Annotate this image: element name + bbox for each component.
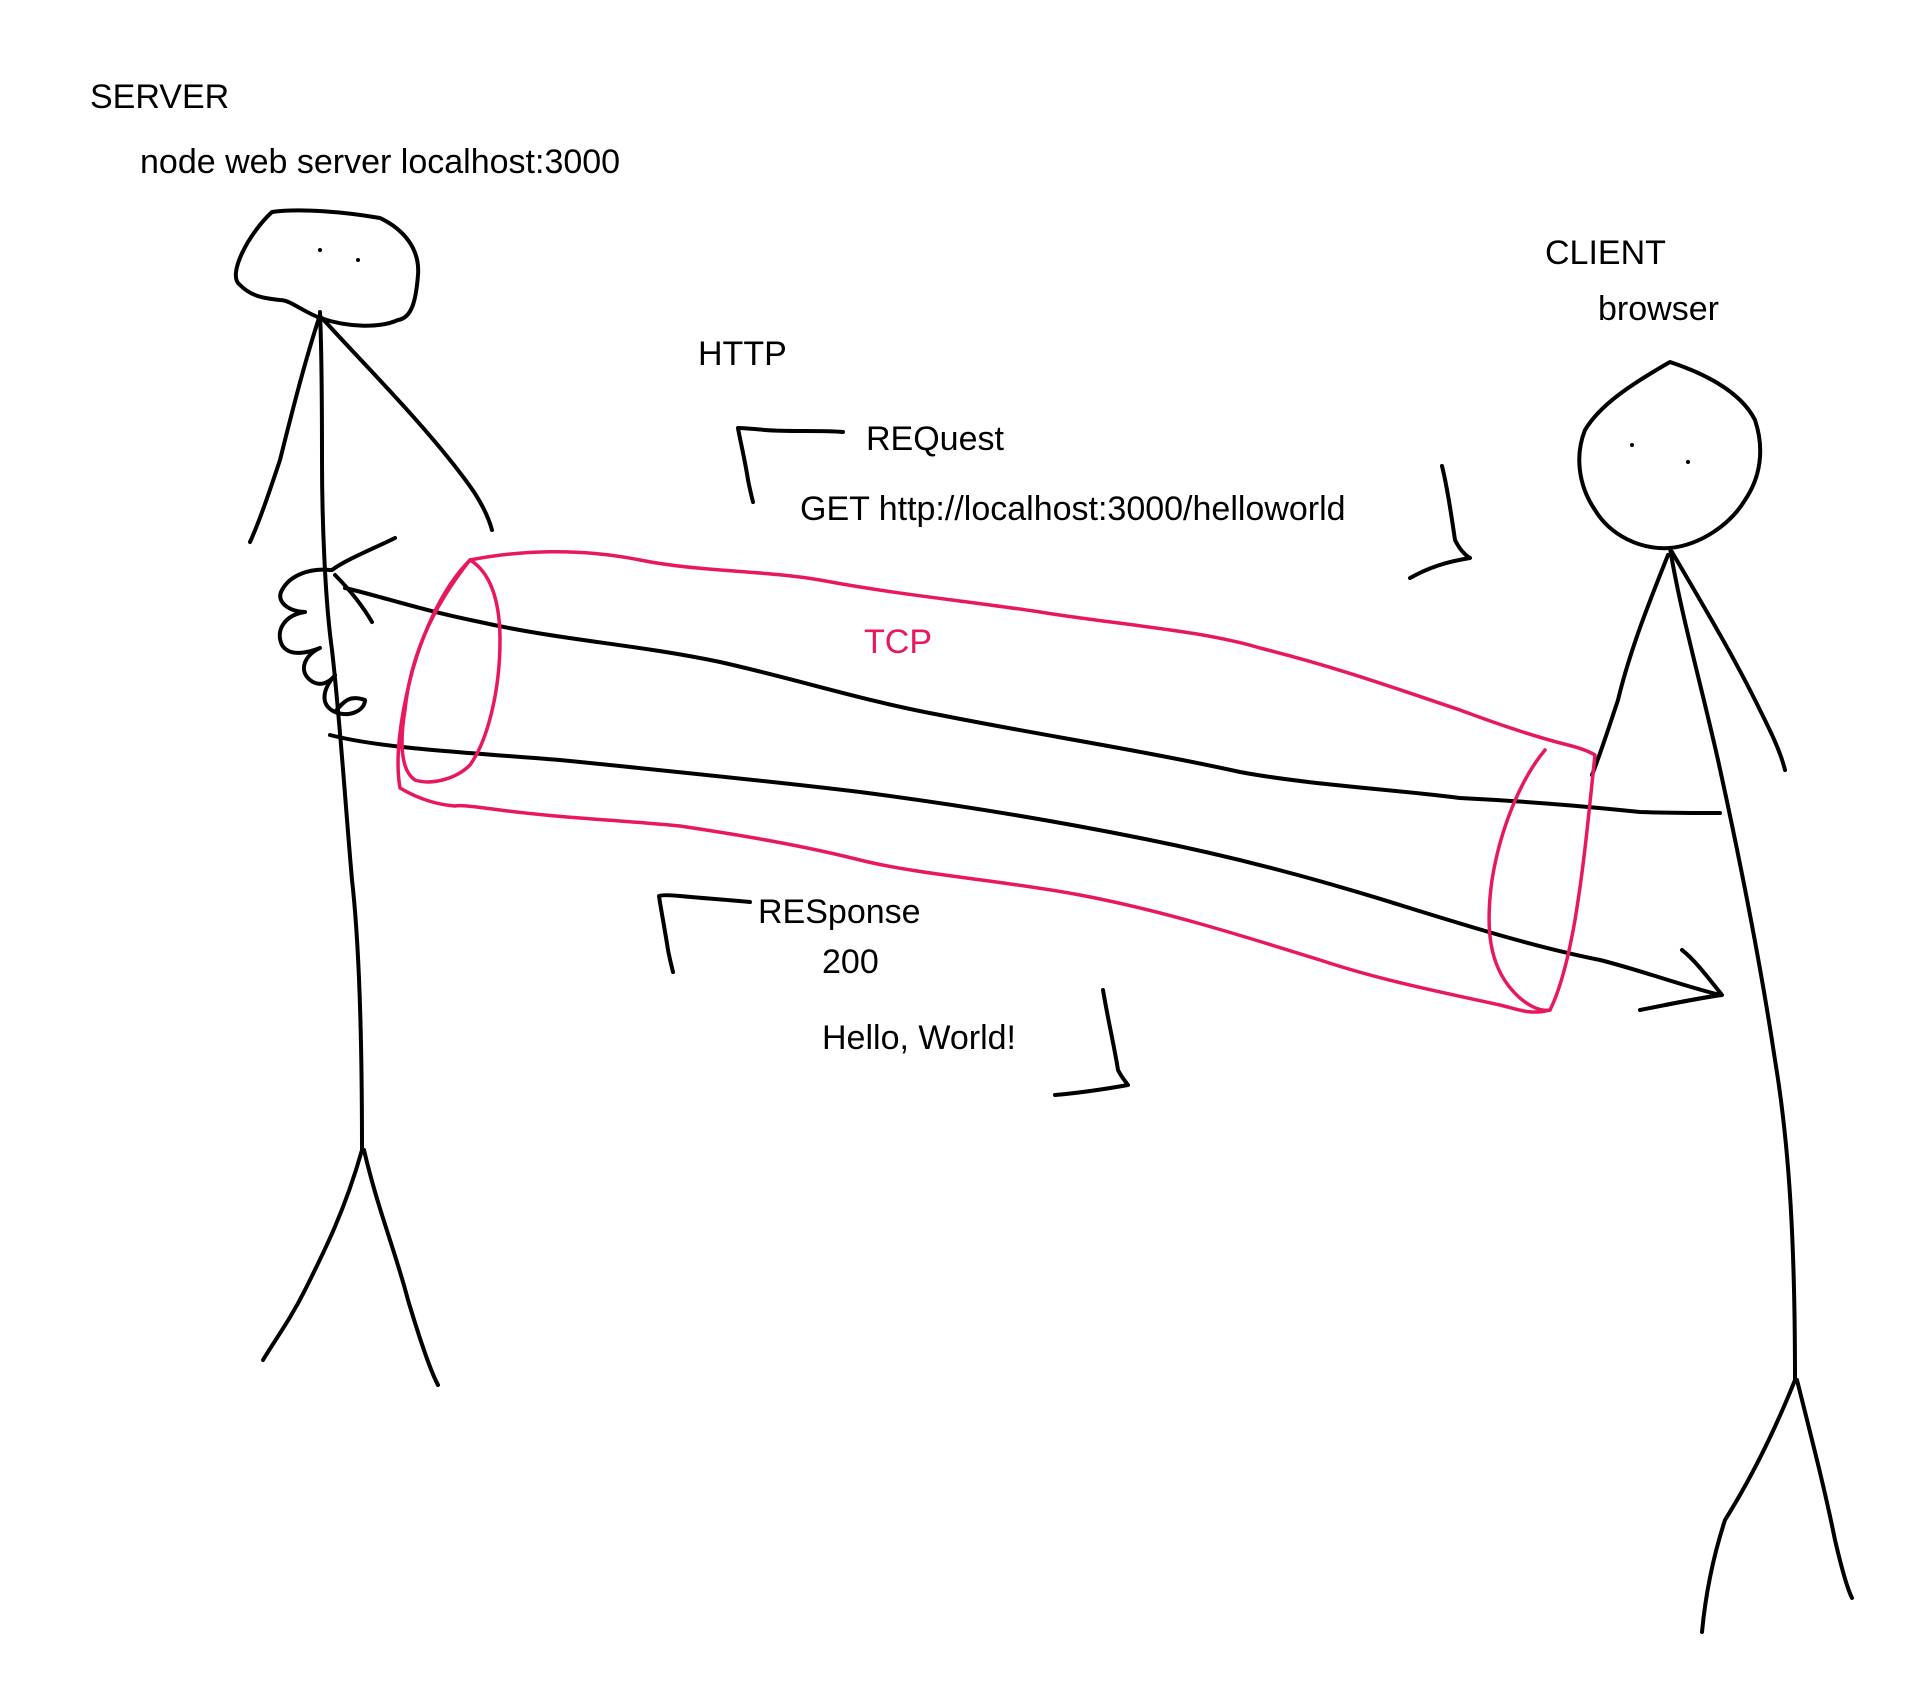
request-line: GET http://localhost:3000/helloworld xyxy=(800,490,1346,528)
client-eye-right xyxy=(1686,460,1690,464)
request-label: REQuest xyxy=(866,420,1004,458)
server-eye-right xyxy=(356,258,360,262)
server-right-leg xyxy=(362,1148,440,1387)
response-arrowhead xyxy=(1663,948,1724,1007)
http-label: HTTP xyxy=(698,335,787,373)
client-right-arm xyxy=(1670,550,1787,772)
client-left-leg xyxy=(1700,1378,1797,1634)
client-head xyxy=(1577,360,1763,551)
server-title: SERVER xyxy=(90,78,230,116)
client-body xyxy=(1668,546,1797,1382)
response-bracket-left xyxy=(657,893,752,974)
server-left-arm xyxy=(248,313,322,544)
request-bracket-left xyxy=(736,426,845,504)
client-eye-left xyxy=(1630,443,1634,447)
request-line-bottom xyxy=(328,733,1722,997)
tcp-label: TCP xyxy=(864,623,932,661)
request-line-top xyxy=(343,586,1722,815)
server-figure xyxy=(233,208,494,1387)
server-body xyxy=(318,310,364,1152)
server-left-leg xyxy=(261,1148,364,1362)
response-body: Hello, World! xyxy=(822,1019,1016,1057)
response-bracket-right xyxy=(1053,988,1130,1097)
server-hand xyxy=(277,567,367,717)
client-figure xyxy=(1577,360,1854,1634)
client-title: CLIENT xyxy=(1545,234,1666,272)
tcp-tube-left-end xyxy=(400,558,502,784)
server-eye-left xyxy=(318,248,322,252)
tcp-tube-right-end xyxy=(1487,748,1552,1013)
response-status: 200 xyxy=(822,943,879,981)
request-bracket-right xyxy=(1408,464,1472,580)
server-right-arm xyxy=(320,316,494,532)
server-head xyxy=(233,208,421,328)
server-finger-2 xyxy=(333,573,374,624)
server-finger-1 xyxy=(330,536,397,572)
tcp-tube xyxy=(396,550,1597,1014)
server-subtitle: node web server localhost:3000 xyxy=(140,143,621,181)
client-subtitle: browser xyxy=(1598,290,1719,328)
tcp-tube-outline xyxy=(396,550,1597,1014)
client-right-leg xyxy=(1795,1378,1854,1600)
response-label: RESponse xyxy=(758,893,921,931)
client-left-arm xyxy=(1590,553,1670,777)
